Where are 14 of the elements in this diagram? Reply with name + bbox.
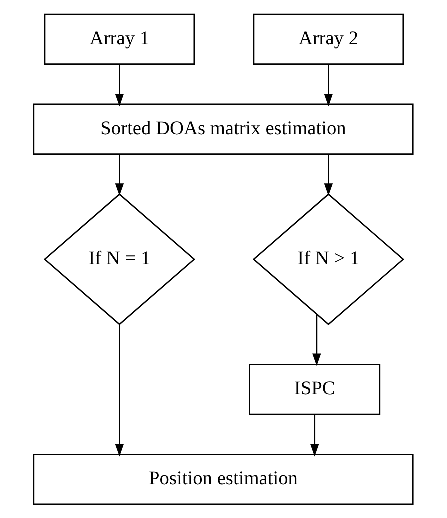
node-box: ISPC: [249, 363, 381, 415]
arrow: [310, 414, 320, 456]
node-box: Array 1: [44, 13, 196, 65]
node-box: Array 2: [253, 13, 404, 65]
node-diamond: If N = 1: [44, 193, 196, 325]
node-box: Position estimation: [33, 453, 414, 505]
arrow: [115, 324, 124, 456]
arrow: [324, 154, 334, 196]
arrow: [324, 64, 334, 106]
arrow: [115, 64, 124, 106]
node-box: Sorted DOAs matrix estimation: [33, 103, 414, 155]
arrow: [312, 314, 322, 366]
arrow: [115, 154, 124, 196]
node-diamond: If N > 1: [252, 193, 404, 325]
